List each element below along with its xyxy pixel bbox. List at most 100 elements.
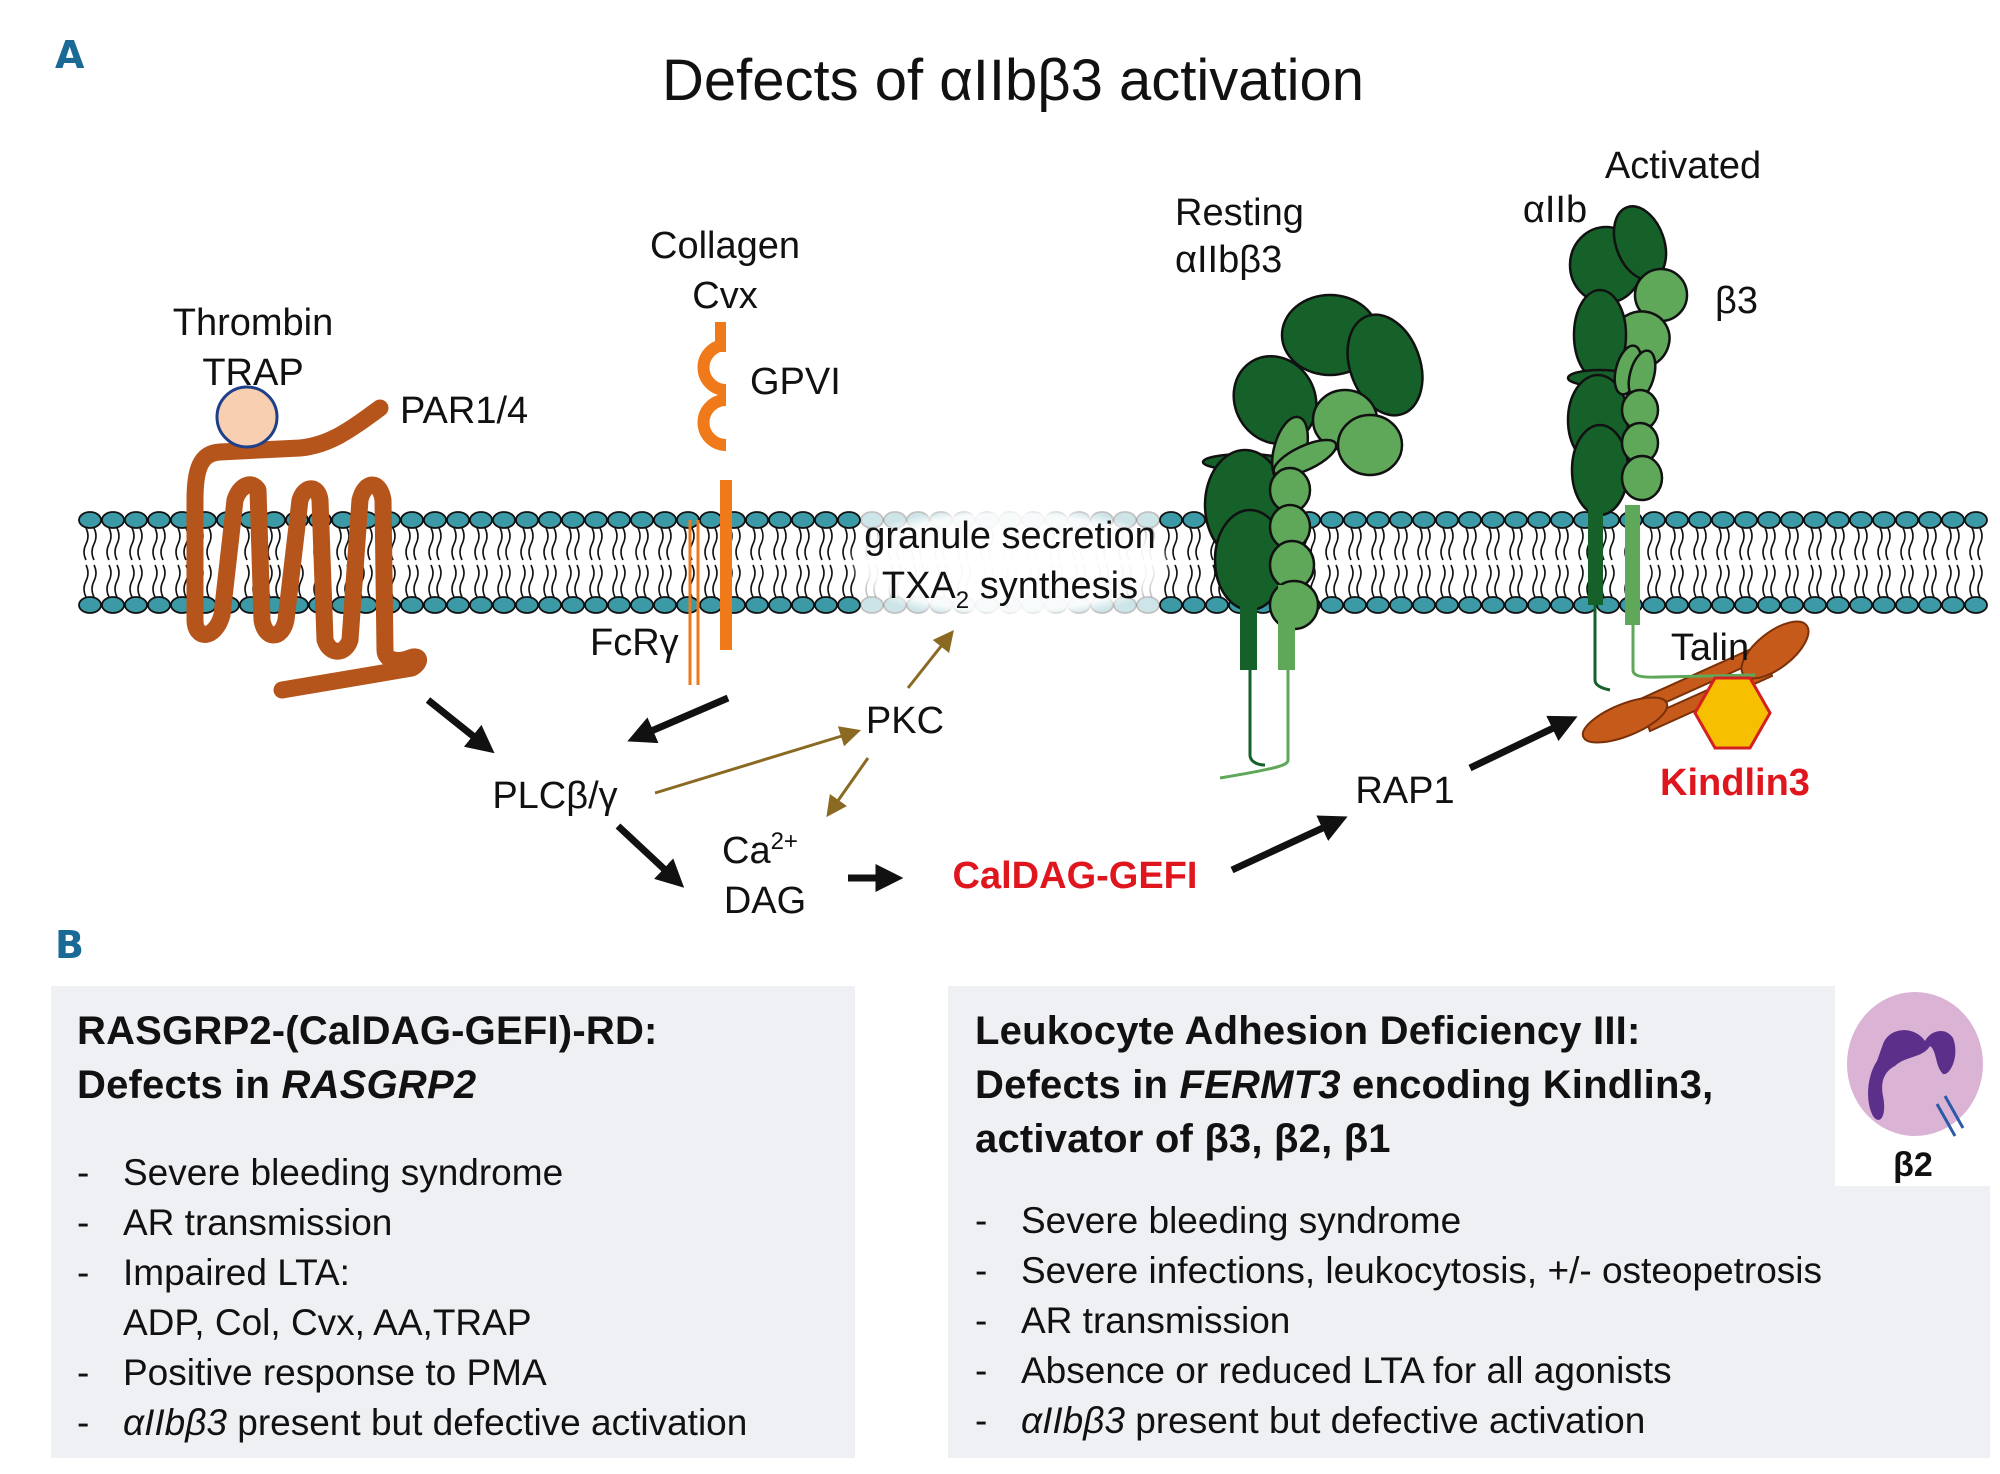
lipid-head <box>1964 596 1988 614</box>
lipid-tail <box>1371 527 1377 561</box>
feature-list-item: -Severe infections, leukocytosis, +/- os… <box>975 1246 1822 1296</box>
fcr-gamma-label: FcRγ <box>590 622 679 664</box>
lipid-tail <box>704 564 710 598</box>
arrow-plc-to-pkc <box>654 726 862 795</box>
lipid-tail <box>574 564 580 598</box>
lipid-tail <box>658 564 664 598</box>
panel-letter-a: A <box>55 33 85 77</box>
bullet-dash: - <box>975 1200 988 1241</box>
lipid-tail <box>1678 527 1684 561</box>
lipid-tail <box>137 527 143 561</box>
lipid-head <box>1941 511 1965 529</box>
lipid-tail <box>1931 564 1937 598</box>
lipid-tail <box>1908 527 1914 561</box>
lipid-tail <box>413 527 419 561</box>
lipid-tail <box>137 564 143 598</box>
bullet-dash: - <box>77 1252 90 1293</box>
lipid-tail <box>796 564 802 598</box>
lipid-head <box>78 511 102 529</box>
bullet-dash: - <box>77 1352 90 1393</box>
lipid-tail <box>712 564 718 598</box>
b2-label: β2 <box>1893 1146 1933 1184</box>
lipid-tail <box>106 564 112 598</box>
lipid-head <box>1711 596 1735 614</box>
lipid-tail <box>681 527 687 561</box>
gpvi-receptor <box>688 322 732 685</box>
lipid-head <box>446 511 470 529</box>
lipid-head <box>699 596 723 614</box>
feature-list-item: -Impaired LTA: <box>77 1248 747 1298</box>
lipid-head <box>1320 511 1344 529</box>
b2-integrin-icon <box>1943 1095 1965 1129</box>
lipid-tail <box>344 527 350 561</box>
lipid-tail <box>91 527 97 561</box>
lipid-head <box>1780 511 1804 529</box>
lipid-tail <box>1716 527 1722 561</box>
lipid-tail <box>1739 564 1745 598</box>
lipid-tail <box>298 564 304 598</box>
lipid-head <box>1872 596 1896 614</box>
lipid-tail <box>1555 564 1561 598</box>
lipid-tail <box>528 527 534 561</box>
lipid-tail <box>1379 527 1385 561</box>
lipid-tail <box>1762 564 1768 598</box>
lipid-tail <box>1854 527 1860 561</box>
diagram-title: Defects of αIIbβ3 activation <box>662 48 1364 113</box>
lipid-tail <box>1609 527 1615 561</box>
lipid-head <box>1665 596 1689 614</box>
lipid-tail <box>1954 564 1960 598</box>
granule-secretion-label: granule secretion <box>864 515 1156 557</box>
lipid-tail <box>804 564 810 598</box>
lipid-tail <box>543 564 549 598</box>
lipid-tail <box>1187 564 1193 598</box>
feature-text: present but defective activation <box>237 1402 748 1443</box>
bullet-dash: - <box>975 1400 988 1441</box>
lipid-head <box>699 511 723 529</box>
rasgrp2-panel: RASGRP2-(CalDAG-GEFI)-RD: Defects in RAS… <box>51 986 855 1458</box>
lad3-title-line1: Leukocyte Adhesion Deficiency III: <box>975 1009 1641 1053</box>
resting-aiib-tail <box>1248 670 1266 767</box>
lipid-head <box>124 511 148 529</box>
lipid-tail <box>106 527 112 561</box>
lipid-tail <box>597 564 603 598</box>
lipid-tail <box>1394 527 1400 561</box>
lipid-tail <box>796 527 802 561</box>
lipid-tail <box>267 527 273 561</box>
lipid-tail <box>1647 564 1653 598</box>
lipid-tail <box>1463 527 1469 561</box>
lipid-tail <box>528 564 534 598</box>
lipid-tail <box>551 527 557 561</box>
feature-text: AR transmission <box>1021 1300 1291 1341</box>
lipid-tail <box>1417 564 1423 598</box>
lipid-head <box>561 511 585 529</box>
lipid-tail <box>152 527 158 561</box>
lipid-head <box>1734 596 1758 614</box>
lipid-tail <box>1831 527 1837 561</box>
lipid-head <box>1941 596 1965 614</box>
lipid-tail <box>1862 564 1868 598</box>
lipid-tail <box>1494 527 1500 561</box>
lipid-tail <box>1770 527 1776 561</box>
resting-b3-tail <box>1219 670 1290 780</box>
lipid-tail <box>428 527 434 561</box>
lipid-tail <box>1785 564 1791 598</box>
lipid-tail <box>1371 564 1377 598</box>
lipid-tail <box>1333 564 1339 598</box>
lipid-head <box>1435 596 1459 614</box>
lipid-head <box>1527 511 1551 529</box>
lipid-tail <box>1724 564 1730 598</box>
lipid-tail <box>1655 527 1661 561</box>
lipid-tail <box>520 527 526 561</box>
lipid-head <box>1550 596 1574 614</box>
lipid-head <box>1481 511 1505 529</box>
lipid-tail <box>114 527 120 561</box>
lad3-panel-title: Leukocyte Adhesion Deficiency III: Defec… <box>975 1004 1713 1166</box>
lipid-head <box>630 596 654 614</box>
lipid-tail <box>589 564 595 598</box>
lipid-head <box>676 596 700 614</box>
lipid-head <box>1412 511 1436 529</box>
lipid-tail <box>750 564 756 598</box>
lipid-tail <box>819 564 825 598</box>
lipid-tail <box>1785 527 1791 561</box>
pkc-arrows <box>654 630 954 818</box>
